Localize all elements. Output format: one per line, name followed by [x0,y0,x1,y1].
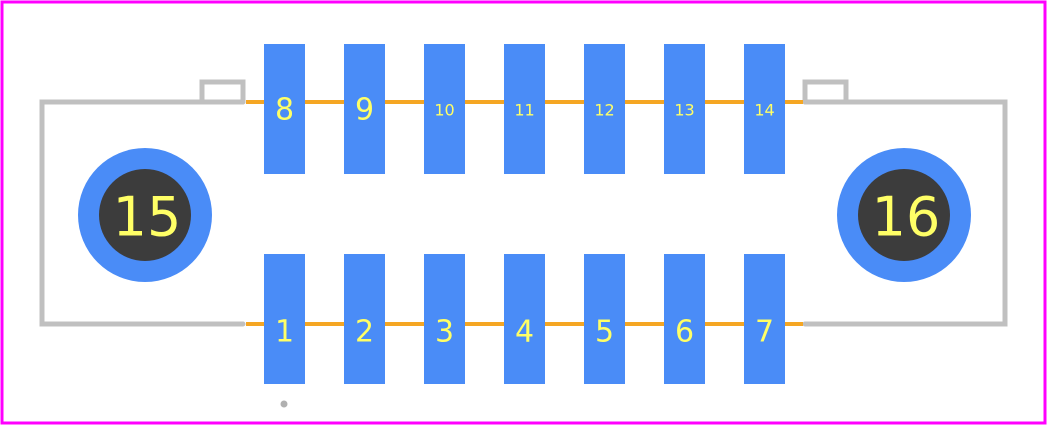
mounting-hole-label-16: 16 [872,186,941,249]
pad-6[interactable] [664,254,705,384]
pad-8[interactable] [264,44,305,174]
mounting-hole-label-15: 15 [113,186,182,249]
pad-10[interactable] [424,44,465,174]
pad-label-2: 2 [355,315,374,350]
pad-label-7: 7 [755,315,774,350]
pad-12[interactable] [584,44,625,174]
pad-14[interactable] [744,44,785,174]
pad-label-6: 6 [675,315,694,350]
pad-1[interactable] [264,254,305,384]
pad-4[interactable] [504,254,545,384]
pad-label-5: 5 [595,315,614,350]
mounting-hole-drill-16 [858,169,950,261]
pad-9[interactable] [344,44,385,174]
pad-label-3: 3 [435,315,454,350]
pad-3[interactable] [424,254,465,384]
pad-label-11: 11 [514,101,534,120]
pad-5[interactable] [584,254,625,384]
pad-11[interactable] [504,44,545,174]
pad-label-9: 9 [355,93,374,128]
pad-label-8: 8 [275,93,294,128]
silkscreen-outline [39,79,1008,327]
silk-right-tab [802,79,849,105]
silk-right-body [802,99,1008,327]
pad-label-1: 1 [275,315,294,350]
pad-label-12: 12 [594,101,614,120]
origin-marker [280,400,288,408]
pad-label-4: 4 [515,315,534,350]
pad-label-14: 14 [754,101,774,120]
pad-7[interactable] [744,254,785,384]
pad-label-13: 13 [674,101,694,120]
silk-left-tab [199,79,246,105]
mounting-hole-drill-15 [99,169,191,261]
pad-label-10: 10 [434,101,454,120]
silk-left-body [39,99,246,327]
pad-2[interactable] [344,254,385,384]
pad-13[interactable] [664,44,705,174]
